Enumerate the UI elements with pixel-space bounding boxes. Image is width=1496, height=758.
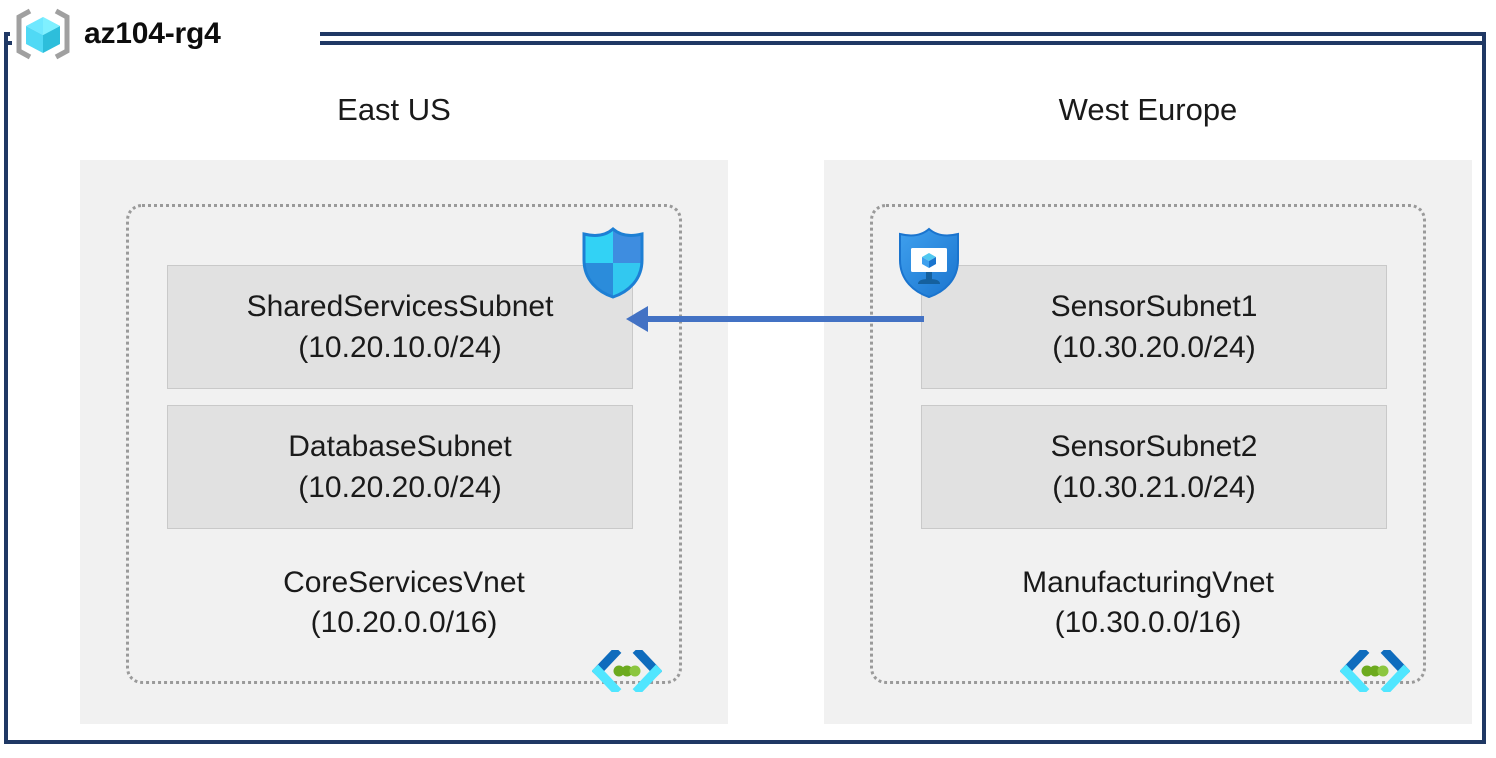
subnet-cidr: (10.30.21.0/24)	[1052, 471, 1256, 504]
subnet-cidr: (10.20.10.0/24)	[298, 331, 502, 364]
subnet-name: SensorSubnet1	[1050, 290, 1258, 323]
subnet-name: SharedServicesSubnet	[246, 290, 554, 323]
resource-group-frame	[4, 32, 1486, 744]
network-security-group-shield-icon	[580, 226, 646, 300]
resource-group-header: az104-rg4	[12, 6, 221, 62]
subnet-box-sensorsubnet2[interactable]: SensorSubnet2 (10.30.21.0/24)	[921, 405, 1387, 529]
subnet-box-databasesubnet[interactable]: DatabaseSubnet (10.20.20.0/24)	[167, 405, 633, 529]
resource-group-cube-icon	[12, 8, 74, 60]
subnet-box-sensorsubnet1[interactable]: SensorSubnet1 (10.30.20.0/24)	[921, 265, 1387, 389]
region-label-east-us: East US	[337, 92, 451, 127]
resource-group-top-border-left	[4, 41, 12, 45]
subnet-cidr: (10.30.20.0/24)	[1052, 331, 1256, 364]
resource-group-header-gap	[10, 22, 320, 44]
vnet-cidr-manufacturingvnet: (10.30.0.0/16)	[1054, 606, 1242, 639]
vnet-name-manufacturingvnet: ManufacturingVnet	[1022, 566, 1274, 599]
virtual-network-icon	[1339, 646, 1411, 696]
virtual-network-icon	[591, 646, 663, 696]
vnet-name-coreservicesvnet: CoreServicesVnet	[283, 566, 525, 599]
resource-group-name: az104-rg4	[84, 17, 221, 50]
subnet-name: SensorSubnet2	[1050, 430, 1258, 463]
vnet-peering-arrow-line	[648, 316, 924, 322]
vnet-peering-arrow-head	[626, 306, 648, 332]
vnet-box-coreservicesvnet[interactable]: SharedServicesSubnet (10.20.10.0/24) Dat…	[126, 204, 682, 684]
vnet-cidr-coreservicesvnet: (10.20.0.0/16)	[310, 606, 498, 639]
resource-group-top-border-right	[320, 41, 1482, 45]
subnet-cidr: (10.20.20.0/24)	[298, 471, 502, 504]
defender-shield-monitor-icon	[896, 226, 962, 300]
vnet-box-manufacturingvnet[interactable]: SensorSubnet1 (10.30.20.0/24) SensorSubn…	[870, 204, 1426, 684]
subnet-name: DatabaseSubnet	[288, 430, 512, 463]
subnet-box-sharedservicessubnet[interactable]: SharedServicesSubnet (10.20.10.0/24)	[167, 265, 633, 389]
region-label-west-europe: West Europe	[1058, 92, 1238, 127]
